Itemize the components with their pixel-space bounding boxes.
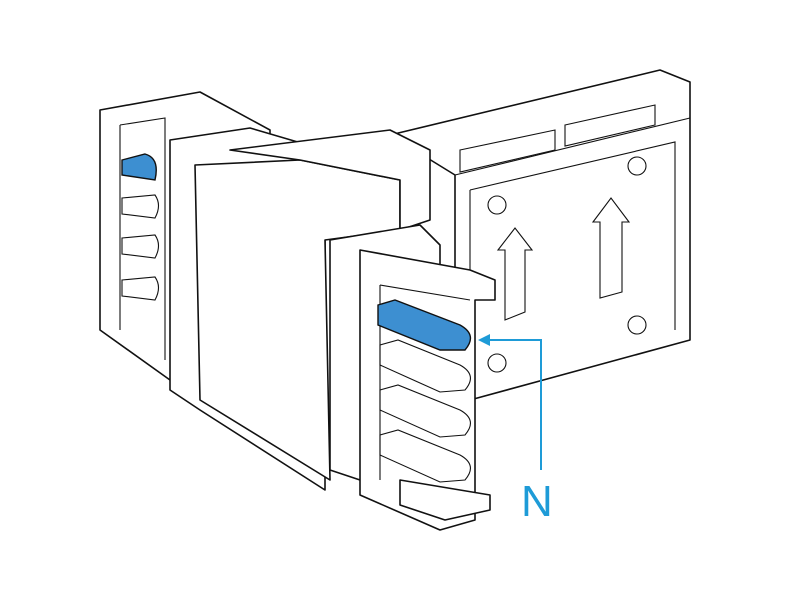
neutral-callout-label: N xyxy=(521,477,553,526)
callout-arrowhead xyxy=(478,334,490,346)
front-connector xyxy=(329,224,496,531)
callout-leader xyxy=(485,339,542,470)
housing xyxy=(169,127,431,491)
